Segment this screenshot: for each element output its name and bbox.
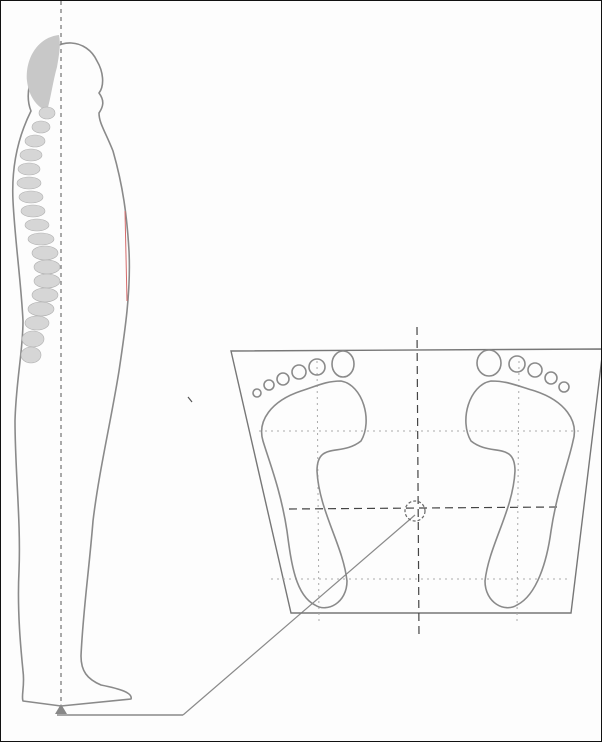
plate-grid <box>259 361 581 621</box>
head-shading <box>27 35 60 111</box>
stray-mark <box>188 397 192 402</box>
foot-plate <box>231 327 601 637</box>
leader-line <box>183 515 415 715</box>
plate-horizontal-axis <box>289 507 557 509</box>
left-footprint <box>253 351 366 608</box>
plate-vertical-axis <box>417 327 419 637</box>
plate-outline <box>231 349 601 613</box>
right-footprint <box>466 350 574 608</box>
center-target-icon <box>405 501 425 521</box>
